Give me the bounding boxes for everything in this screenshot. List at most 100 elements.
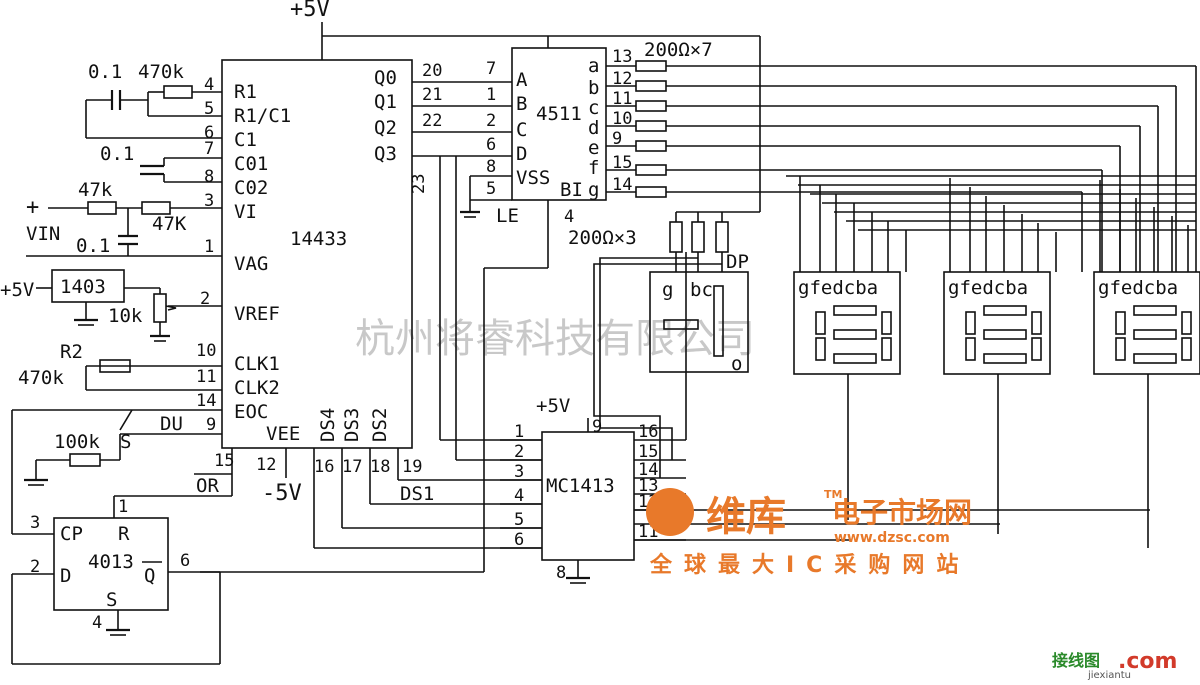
seg-f [1115,311,1126,335]
vin-plus: + [26,195,39,220]
cap3-label: 0.1 [76,235,110,257]
res100k [69,453,101,467]
switch-s [119,409,133,431]
or-label: OR [196,475,219,497]
driver-pin-right-num: 14 [638,460,658,480]
pin-vi: VI [234,201,257,223]
dec-out-b: b [588,77,599,99]
pin-eoc: EOC [234,401,268,423]
ff-r: R [118,523,130,545]
ds4-label: DS4 [317,408,339,442]
adc-name: 14433 [290,228,347,250]
du-label: DU [160,413,183,435]
r2-label: R2 [60,341,83,363]
driver-name: MC1413 [546,475,615,497]
pinnum-3: 3 [204,191,214,211]
dec-bi: BI [560,179,583,201]
dec-pin12: 12 [612,69,632,89]
ff-d: D [60,565,71,587]
pinnum-20: 20 [422,61,442,81]
seg-f [815,311,826,335]
dec-pin14: 14 [612,175,632,195]
display-digit [793,271,901,375]
pin-vref: VREF [234,303,280,325]
pin-r1c1: R1/C1 [234,105,291,127]
dec-out-a: a [588,55,599,77]
res47k [87,201,117,215]
ff-pin1: 1 [118,497,128,517]
logo-name: 维库 [706,494,786,540]
driver-wire-dp [593,263,722,478]
digit-seg-labels: gfedcba [948,277,1028,299]
dec-out-e: e [588,137,599,159]
ff-pin6: 6 [180,551,190,571]
dec-pin11: 11 [612,89,632,109]
res470k-label: 470k [138,61,184,83]
driver-wire-bc [599,257,698,460]
dec-pin10: 10 [612,109,632,129]
pot-label: 10k [108,305,143,327]
dec-le: LE [496,205,519,227]
pinnum-8: 8 [204,167,214,187]
dec-pin6: 6 [486,135,496,155]
potentiometer [153,293,167,323]
adc-left-pinnums: 4 5 6 7 8 3 1 2 10 11 14 [196,75,216,411]
dec-c: C [516,119,527,141]
res47K [141,201,171,215]
seg-e [815,337,826,361]
pinnum-4: 4 [204,75,214,95]
display-digit [1093,271,1200,375]
seg-resistor [635,80,667,92]
pin-clk2: CLK2 [234,377,280,399]
pinnum-18: 18 [370,457,390,477]
adc-14433-chip [221,59,413,449]
display-digit [943,271,1051,375]
dec-out-c: c [588,97,599,119]
r2-value: 470k [18,367,64,389]
ds2-label: DS2 [369,408,391,442]
driver-pin-left-num: 3 [514,462,524,482]
seg-c [1031,337,1042,361]
vin-label: VIN [26,223,60,245]
dec-b: B [516,93,527,115]
pin-r1: R1 [234,81,257,103]
seg-resistor [635,164,667,176]
res-r2 [99,359,131,373]
vref-chip-label: 1403 [60,276,106,298]
res470k [163,85,193,99]
decoder-outputs: a b c d e f g 13 12 11 10 9 15 14 [588,47,632,201]
seg-b [881,311,892,335]
pinnum-9: 9 [206,415,216,435]
supply-top-label: +5V [290,0,330,22]
driver-pin-left-num: 5 [514,510,524,530]
driver-supply: +5V [536,395,570,417]
seg-resistor [635,186,667,198]
vref-1403-chip [51,269,125,303]
seg-d [1133,353,1177,364]
dec-pin15: 15 [612,153,632,173]
ff-q: Q [144,565,155,587]
sign-g-label: g [662,279,673,301]
digit-seg-labels: gfedcba [1098,277,1178,299]
r47K-label: 47K [152,213,187,235]
corner-brand: 接线图 [1052,651,1100,670]
res3-label: 200Ω×3 [568,227,637,249]
q3-label: Q3 [374,143,397,165]
flipflop-4013-chip [53,517,169,611]
dec-pin9: 9 [612,129,622,149]
resistor-array-7 [606,60,1197,272]
seg-resistor [635,60,667,72]
pinnum-15: 15 [214,451,234,471]
seg-resistor [635,120,667,132]
corner-url: jiexiantu [1087,670,1131,680]
ds3-label: DS3 [341,408,363,442]
ds1-label: DS1 [400,483,434,505]
decoder-name: 4511 [536,103,582,125]
driver-pin-right-num: 13 [638,476,658,496]
corner-com: .com [1118,649,1177,674]
pin-c01: C01 [234,153,268,175]
dec-out-d: d [588,117,599,139]
driver-pin-left-num: 6 [514,530,524,550]
seg-b [1031,311,1042,335]
